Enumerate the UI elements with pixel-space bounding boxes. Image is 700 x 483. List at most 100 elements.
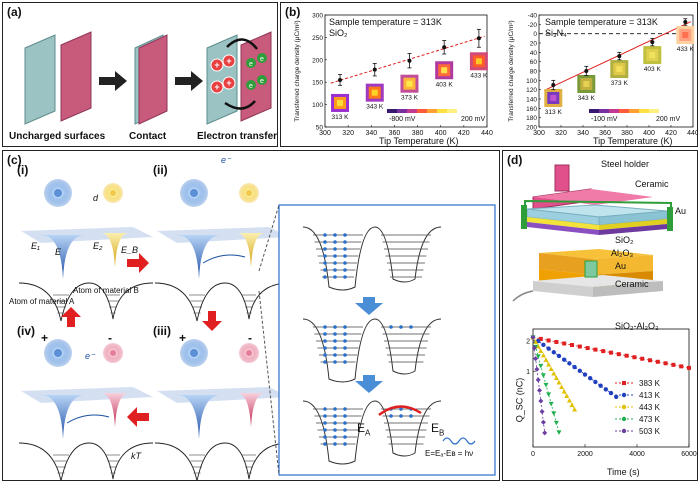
e2-label: E₂: [93, 241, 103, 251]
fit-line: [330, 35, 485, 84]
colorbar-segment: [447, 109, 457, 113]
qsc-marker: [562, 357, 567, 362]
sub-label-ii: (ii): [153, 163, 168, 177]
qsc-marker: [663, 361, 668, 366]
left-xlabel: Tip Temperature (K): [379, 136, 459, 146]
qsc-marker: [551, 370, 557, 376]
qsc-marker: [540, 352, 546, 358]
electron-dot: [343, 240, 347, 244]
ceramic-bottom-label: Ceramic: [615, 279, 649, 289]
qsc-marker: [546, 361, 552, 367]
device-top: [521, 164, 673, 235]
plus-glyph: +: [214, 82, 219, 92]
transfer-arrow-top: [226, 38, 258, 50]
qsc-marker: [540, 373, 546, 378]
qsc-marker: [553, 420, 559, 426]
caption-uncharged: Uncharged surfaces: [9, 131, 106, 142]
qsc-marker: [567, 361, 572, 366]
electron-dot: [333, 247, 337, 251]
legend-marker: [621, 416, 627, 422]
left-sample-temp: Sample temperature = 313K: [329, 17, 442, 27]
state-iii: [154, 339, 290, 480]
qsc-series: 503 K: [530, 334, 661, 436]
zoom-arrow-2: [355, 375, 383, 393]
x-tick-label: 300: [319, 130, 331, 137]
qsc-marker: [601, 349, 606, 354]
y-tick-label: 150: [312, 80, 323, 87]
qsc-marker: [535, 377, 541, 383]
thumb-core: [616, 66, 623, 73]
electron-glyph: e: [249, 83, 253, 90]
colorbar-segment: [437, 109, 447, 113]
electron-dot: [343, 421, 347, 425]
qsc-marker: [535, 354, 541, 359]
qsc-marker: [538, 398, 544, 404]
afm-thumbnail: [435, 61, 454, 80]
qsc-marker: [533, 356, 539, 362]
kt-label: kT: [131, 451, 141, 461]
arrow-1: [99, 71, 127, 91]
e-minus-ii: e⁻: [221, 155, 231, 165]
y-tick-label: -20: [528, 22, 538, 29]
point-label: 373 K: [401, 95, 419, 102]
qsc-marker: [556, 430, 562, 435]
ea-label: EA: [357, 421, 370, 437]
electron-dot: [343, 428, 347, 432]
electron-dot: [399, 407, 403, 411]
electron-dot: [323, 346, 327, 350]
transfer-arrow-bottom: [224, 100, 256, 110]
x-tick-label: 320: [342, 130, 354, 137]
y-tick-label: 100: [312, 102, 323, 109]
colorbar-segment: [609, 109, 619, 113]
potential-curve: [18, 282, 154, 322]
right-material: Si₃N₄: [545, 28, 567, 38]
sub-label-iv: (iv): [17, 324, 35, 338]
atom-b-core: [110, 190, 116, 196]
caption-electron-transfer: Electron transfer: [197, 131, 278, 142]
electron-dot: [343, 414, 347, 418]
electron-glyphs: e e e e: [249, 56, 264, 90]
electron-dot: [323, 407, 327, 411]
qsc-marker: [614, 394, 619, 399]
colorbar-segment: [417, 109, 427, 113]
plate-left-teal: [24, 34, 56, 125]
transfer-path: [66, 414, 110, 424]
qsc-marker: [541, 342, 546, 348]
y-tick-label: 120: [526, 87, 537, 94]
electron-dot: [323, 325, 327, 329]
qsc-marker: [534, 366, 540, 372]
electron-dot: [333, 407, 337, 411]
electron-glyph: e: [249, 61, 253, 68]
y-tick-label: 200: [526, 125, 537, 132]
qsc-marker: [616, 352, 621, 357]
electron-dot: [323, 414, 327, 418]
state-ii: [154, 179, 290, 322]
electrons: [246, 53, 267, 90]
afm-thumbnail: [331, 93, 350, 112]
zoom-well-1: [302, 226, 442, 291]
colorbar-segment: [427, 109, 437, 113]
qsc-marker: [540, 419, 546, 425]
qsc-marker: [538, 348, 544, 353]
qsc-marker: [569, 402, 575, 408]
qsc-marker: [687, 365, 691, 370]
electron-dot: [323, 353, 327, 357]
qsc-marker: [572, 407, 578, 412]
electron-dot: [333, 268, 337, 272]
data-point: [551, 83, 556, 87]
plate-contact-pink: [138, 34, 168, 125]
y-tick-label: 20: [530, 41, 538, 48]
x-tick-label: 380: [621, 130, 633, 137]
minus-iv: -: [108, 331, 112, 345]
d-label: d: [93, 193, 99, 203]
qsc-series-line: [532, 337, 546, 433]
zoom-well-2: [302, 318, 442, 383]
electron-dot: [343, 353, 347, 357]
qsc-marker: [577, 344, 582, 349]
qsc-title: SiO₂-Al₂O₃: [615, 321, 659, 331]
state-i: [18, 179, 154, 322]
point-label: 373 K: [611, 80, 629, 87]
legend-marker: [621, 404, 627, 410]
minus-iii: -: [248, 331, 252, 345]
